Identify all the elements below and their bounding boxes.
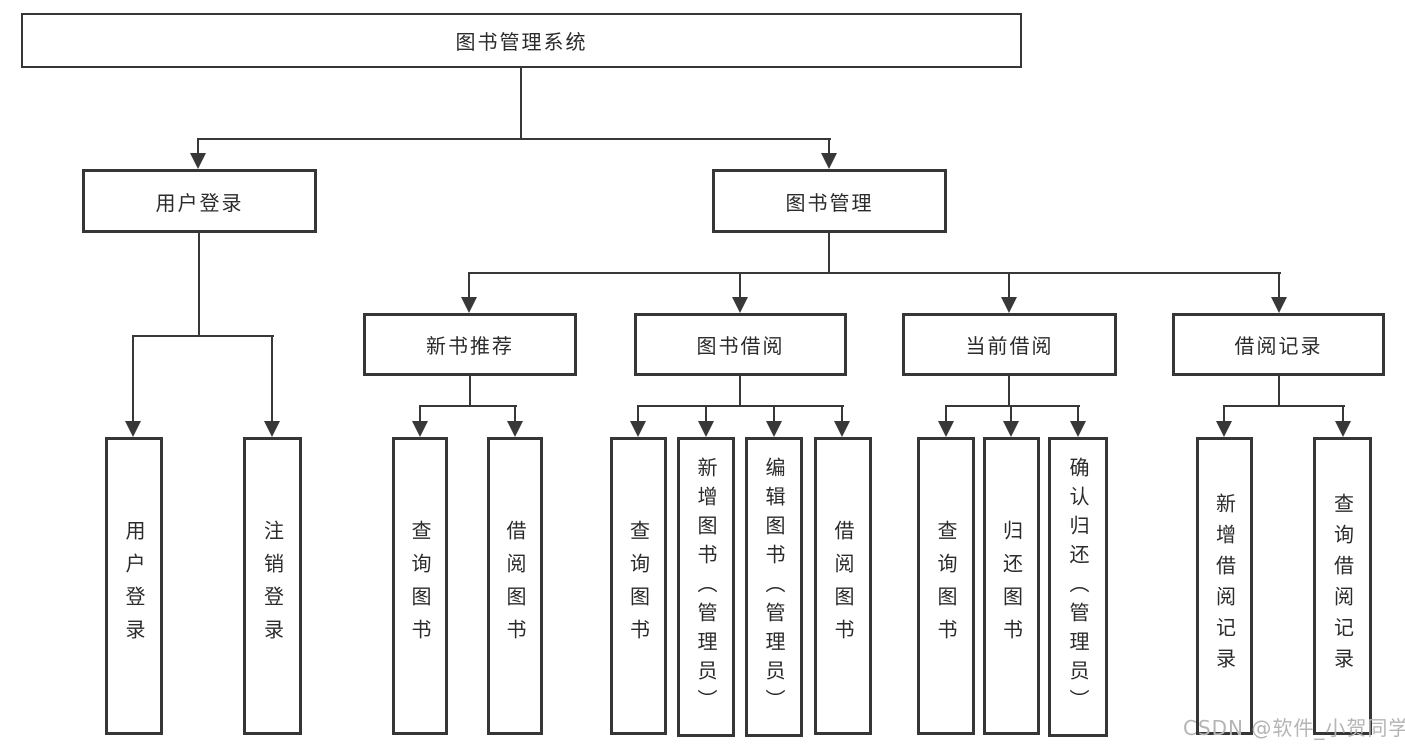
leaf-borrow-book-recommend: 借阅图书 bbox=[487, 437, 543, 735]
arrow-down-icon bbox=[412, 421, 428, 437]
connector-line bbox=[419, 405, 517, 407]
connector-line bbox=[637, 405, 639, 421]
node-root-library-management-system: 图书管理系统 bbox=[21, 13, 1022, 68]
connector-line bbox=[1010, 405, 1012, 421]
arrow-down-icon bbox=[125, 421, 141, 437]
connector-line bbox=[773, 405, 775, 421]
leaf-label: 查询借阅记录 bbox=[1330, 493, 1355, 679]
arrow-down-icon bbox=[766, 421, 782, 437]
leaf-return-book: 归还图书 bbox=[983, 437, 1040, 735]
connector-line bbox=[1077, 405, 1079, 421]
connector-line bbox=[198, 233, 200, 337]
connector-line bbox=[841, 405, 843, 421]
node-label: 当前借阅 bbox=[965, 334, 1054, 358]
connector-line bbox=[514, 405, 516, 421]
node-label: 借阅记录 bbox=[1234, 334, 1323, 358]
arrow-down-icon bbox=[938, 421, 954, 437]
arrow-down-icon bbox=[698, 421, 714, 437]
leaf-label: 用户登录 bbox=[122, 520, 146, 652]
connector-line bbox=[705, 405, 707, 421]
leaf-borrow-book: 借阅图书 bbox=[814, 437, 872, 735]
connector-line bbox=[468, 272, 1281, 274]
connector-line bbox=[945, 405, 947, 421]
leaf-label: 注销登录 bbox=[260, 520, 285, 652]
leaf-label: 借阅图书 bbox=[503, 520, 527, 652]
leaf-user-login: 用户登录 bbox=[105, 437, 163, 735]
connector-line bbox=[1008, 272, 1010, 297]
connector-line bbox=[468, 272, 470, 297]
node-new-book-recommend: 新书推荐 bbox=[363, 313, 577, 376]
leaf-query-book-current: 查询图书 bbox=[917, 437, 975, 735]
leaf-label: 借阅图书 bbox=[831, 520, 855, 652]
node-book-management: 图书管理 bbox=[712, 169, 947, 233]
connector-line bbox=[1342, 405, 1344, 421]
leaf-add-borrow-record: 新增借阅记录 bbox=[1196, 437, 1253, 735]
arrow-down-icon bbox=[1001, 297, 1017, 313]
connector-line bbox=[132, 335, 274, 337]
connector-line bbox=[469, 376, 471, 407]
leaf-label: 新增图书（管理员） bbox=[694, 456, 718, 718]
node-label: 图书借阅 bbox=[696, 334, 785, 358]
arrow-down-icon bbox=[821, 153, 837, 169]
connector-line bbox=[197, 138, 831, 140]
connector-line bbox=[1278, 376, 1280, 407]
leaf-query-book-borrow: 查询图书 bbox=[610, 437, 667, 735]
connector-line bbox=[520, 68, 522, 140]
node-label: 新书推荐 bbox=[426, 334, 514, 358]
leaf-label: 编辑图书（管理员） bbox=[762, 456, 786, 718]
leaf-confirm-return-admin: 确认归还（管理员） bbox=[1048, 437, 1108, 737]
connector-line bbox=[1223, 405, 1225, 421]
node-label: 用户登录 bbox=[155, 190, 244, 215]
leaf-query-borrow-record: 查询借阅记录 bbox=[1313, 437, 1372, 735]
csdn-watermark: CSDN @软件_小贺同学 bbox=[1183, 716, 1405, 740]
arrow-down-icon bbox=[461, 297, 477, 313]
leaf-label: 归还图书 bbox=[999, 520, 1024, 652]
connector-line bbox=[132, 335, 134, 421]
leaf-label: 新增借阅记录 bbox=[1212, 493, 1237, 679]
arrow-down-icon bbox=[630, 421, 646, 437]
leaf-add-book-admin: 新增图书（管理员） bbox=[677, 437, 735, 737]
arrow-down-icon bbox=[834, 421, 850, 437]
arrow-down-icon bbox=[1335, 421, 1351, 437]
leaf-label: 查询图书 bbox=[408, 520, 432, 652]
connector-line bbox=[637, 405, 844, 407]
connector-line bbox=[945, 405, 1080, 407]
connector-line bbox=[739, 376, 741, 407]
connector-line bbox=[1008, 376, 1010, 407]
leaf-label: 查询图书 bbox=[934, 520, 958, 652]
leaf-edit-book-admin: 编辑图书（管理员） bbox=[745, 437, 803, 737]
arrow-down-icon bbox=[264, 421, 280, 437]
connector-line bbox=[271, 335, 273, 421]
leaf-label: 查询图书 bbox=[626, 520, 651, 652]
connector-line bbox=[828, 138, 830, 155]
connector-line bbox=[1278, 272, 1280, 297]
node-current-borrow: 当前借阅 bbox=[902, 313, 1117, 376]
connector-line bbox=[419, 405, 421, 421]
node-borrow-record: 借阅记录 bbox=[1172, 313, 1385, 376]
arrow-down-icon bbox=[190, 153, 206, 169]
leaf-label: 确认归还（管理员） bbox=[1066, 456, 1090, 718]
arrow-down-icon bbox=[507, 421, 523, 437]
connector-line bbox=[1223, 405, 1345, 407]
node-book-borrow: 图书借阅 bbox=[634, 313, 847, 376]
connector-line bbox=[739, 272, 741, 297]
node-user-login: 用户登录 bbox=[82, 169, 317, 233]
connector-line bbox=[828, 233, 830, 274]
arrow-down-icon bbox=[732, 297, 748, 313]
node-label: 图书管理系统 bbox=[455, 30, 588, 54]
leaf-query-book-recommend: 查询图书 bbox=[392, 437, 448, 735]
arrow-down-icon bbox=[1216, 421, 1232, 437]
leaf-logout: 注销登录 bbox=[243, 437, 302, 735]
node-label: 图书管理 bbox=[785, 190, 874, 215]
arrow-down-icon bbox=[1271, 297, 1287, 313]
arrow-down-icon bbox=[1070, 421, 1086, 437]
arrow-down-icon bbox=[1003, 421, 1019, 437]
connector-line bbox=[197, 138, 199, 155]
